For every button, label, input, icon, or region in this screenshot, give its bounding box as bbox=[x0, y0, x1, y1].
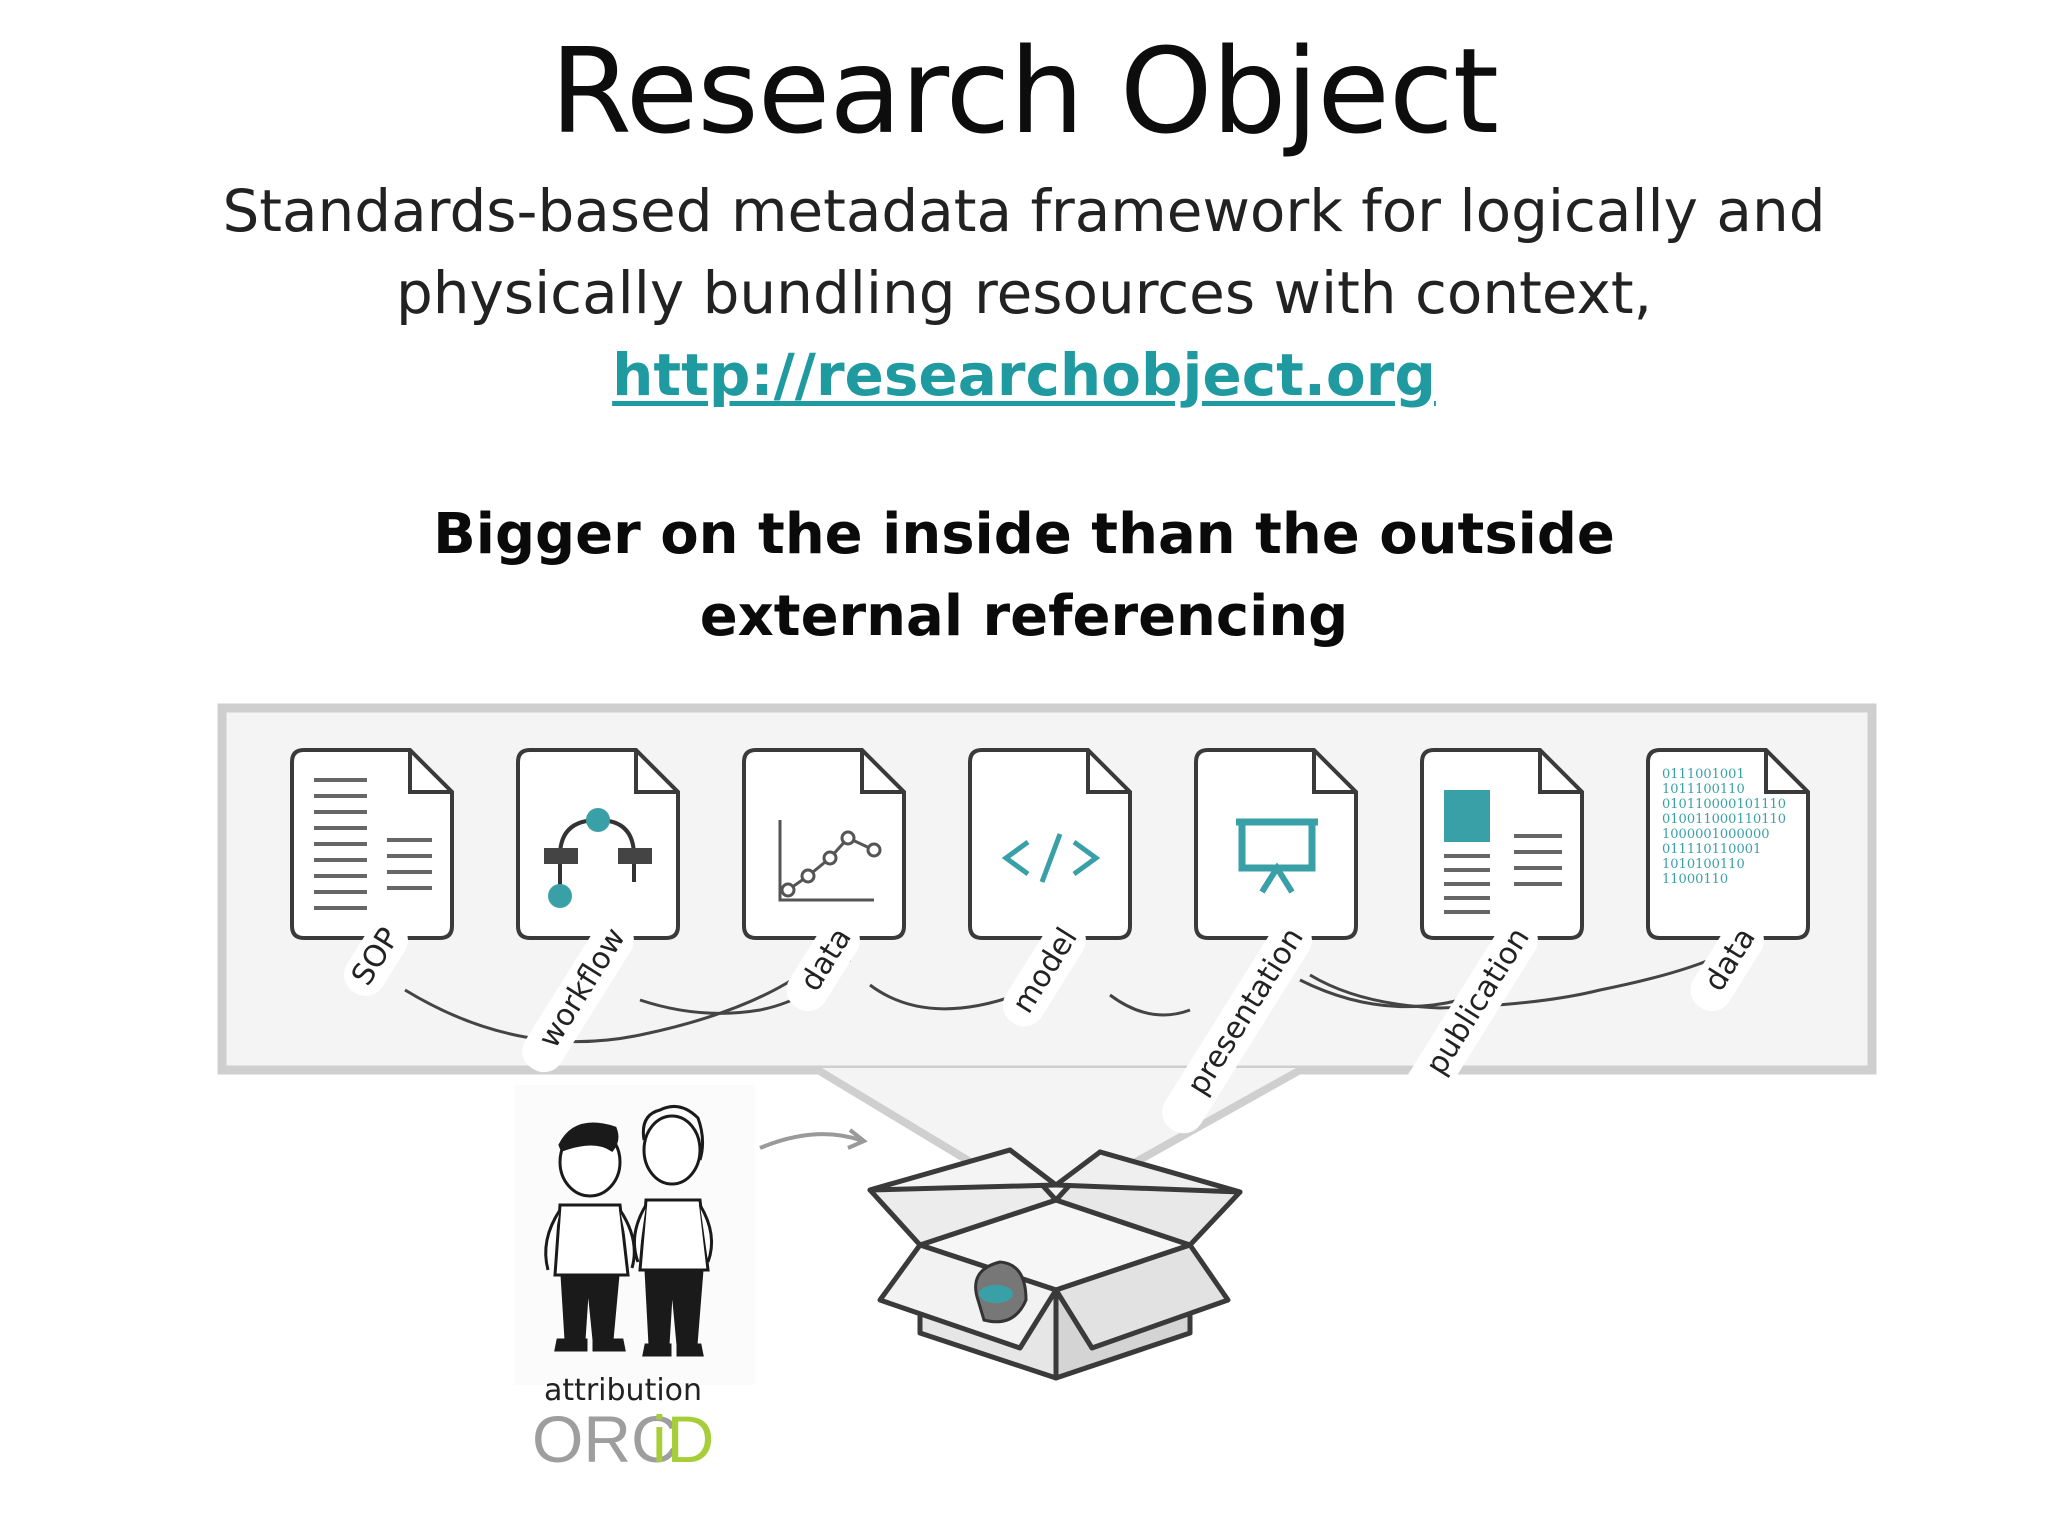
document-page bbox=[1646, 748, 1810, 940]
arrow-head-icon bbox=[847, 1128, 868, 1150]
line-chart-icon bbox=[778, 820, 882, 902]
subtitle-line-1: Standards-based metadata framework for l… bbox=[222, 177, 1826, 245]
woman-figure bbox=[632, 1104, 714, 1357]
presentation-board-icon bbox=[1236, 818, 1318, 894]
binary-line: 11000110 bbox=[1662, 872, 1728, 887]
page-fold bbox=[634, 750, 678, 794]
slide-title: Research Object bbox=[549, 22, 1499, 160]
article-icon bbox=[1444, 790, 1562, 914]
tagline: Bigger on the inside than the outside ex… bbox=[0, 494, 2048, 658]
document-page bbox=[968, 748, 1132, 940]
man-figure bbox=[544, 1122, 636, 1352]
binary-line: 011110110001 bbox=[1662, 842, 1761, 857]
document-page bbox=[1194, 748, 1358, 940]
box-logo-icon bbox=[974, 1260, 1028, 1324]
document-1: SOP bbox=[290, 748, 454, 996]
document-3: data bbox=[742, 748, 906, 1012]
attribution-label: attribution bbox=[544, 1373, 702, 1408]
document-7: 0111001001101110011001011000010111001001… bbox=[1646, 748, 1810, 1012]
open-box-icon bbox=[867, 1147, 1243, 1381]
tagline-line-2: external referencing bbox=[699, 584, 1349, 649]
orcid-logo: ORC iD bbox=[532, 1402, 714, 1476]
text-lines-icon bbox=[314, 778, 432, 910]
page-fold bbox=[1312, 750, 1356, 794]
binary-line: 010110000101110 bbox=[1662, 797, 1786, 812]
page-fold bbox=[1086, 750, 1130, 794]
binary-data-icon: 0111001001101110011001011000010111001001… bbox=[1662, 767, 1786, 887]
attribution-arrow bbox=[759, 1132, 861, 1150]
code-brackets-icon bbox=[1001, 833, 1101, 883]
binary-line: 0111001001 bbox=[1662, 767, 1745, 782]
document-page bbox=[1420, 748, 1584, 940]
tagline-line-1: Bigger on the inside than the outside bbox=[433, 502, 1615, 567]
page-fold bbox=[1538, 750, 1582, 794]
binary-line: 010011000110110 bbox=[1662, 812, 1786, 827]
workflow-graph-icon bbox=[544, 808, 652, 908]
researchobject-link[interactable]: http://researchobject.org bbox=[612, 341, 1436, 409]
page-fold bbox=[408, 750, 452, 794]
document-page bbox=[516, 748, 680, 940]
slide-subtitle: Standards-based metadata framework for l… bbox=[200, 170, 1848, 416]
page-fold bbox=[1764, 750, 1808, 794]
subtitle-line-2: physically bundling resources with conte… bbox=[395, 259, 1653, 327]
orcid-prefix: ORC bbox=[532, 1402, 679, 1476]
orcid-suffix: iD bbox=[652, 1402, 714, 1476]
page-fold bbox=[860, 750, 904, 794]
binary-line: 1010100110 bbox=[1662, 857, 1745, 872]
binary-line: 1011100110 bbox=[1662, 782, 1745, 797]
people-illustration: attribution ORC iD bbox=[515, 1085, 755, 1476]
document-page bbox=[742, 748, 906, 940]
binary-line: 1000001000000 bbox=[1662, 827, 1770, 842]
